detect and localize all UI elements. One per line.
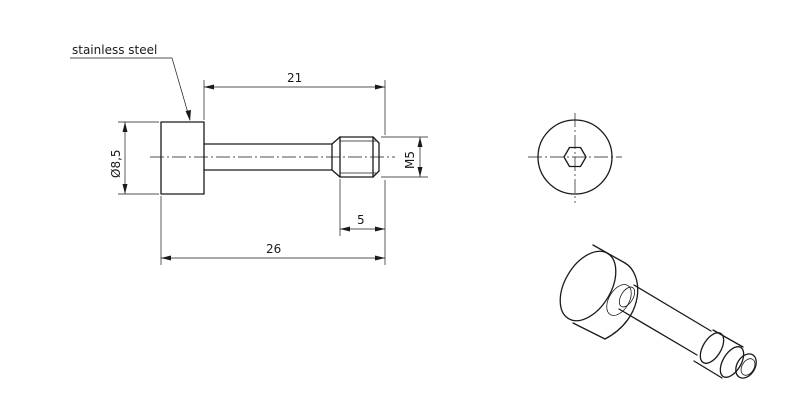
iso-shaft [618, 284, 712, 356]
dimension-shaft-length [203, 80, 386, 135]
end-view-head-circle [537, 119, 613, 195]
end-view [528, 113, 622, 203]
dim-head-diameter-label: Ø8,5 [109, 149, 123, 178]
head-outline [160, 121, 205, 195]
dim-shaft-label: 21 [287, 71, 302, 85]
iso-thread-end [693, 329, 757, 379]
thread-outline [339, 136, 380, 178]
hex-socket-icon [563, 146, 587, 168]
material-label: stainless steel [72, 43, 157, 57]
dimension-thread-length [339, 179, 385, 236]
shaft-outline [203, 136, 341, 178]
dim-overall-label: 26 [266, 242, 281, 256]
dim-thread-length-label: 5 [357, 213, 365, 227]
dim-thread-label: M5 [403, 151, 417, 169]
dimension-head-diameter [118, 121, 159, 195]
material-leader [70, 57, 191, 121]
dimension-overall-length [160, 180, 386, 265]
iso-head [559, 244, 639, 340]
dimension-thread-size [381, 136, 428, 178]
isometric-view [559, 244, 757, 379]
side-view [150, 121, 395, 195]
